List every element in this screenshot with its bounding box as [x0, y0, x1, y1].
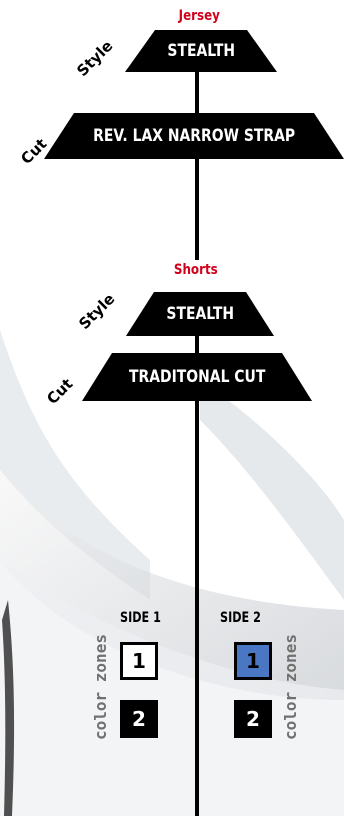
jersey-cut-value: REV. LAX NARROW STRAP	[93, 126, 295, 146]
side1-zone2-swatch[interactable]: 2	[120, 700, 158, 738]
shorts-style-value: STEALTH	[166, 304, 234, 324]
side2-label: SIDE 2	[220, 610, 271, 626]
jersey-cut-banner[interactable]: REV. LAX NARROW STRAP	[44, 113, 344, 159]
side2-zone2-swatch[interactable]: 2	[234, 700, 272, 738]
jersey-style-value: STEALTH	[167, 41, 235, 61]
jersey-connector-line	[195, 70, 199, 260]
side2-zone1-swatch[interactable]: 1	[234, 642, 272, 680]
jersey-title: Jersey	[179, 8, 220, 24]
jersey-style-banner[interactable]: STEALTH	[125, 30, 277, 72]
side1-zone1-swatch[interactable]: 1	[120, 642, 158, 680]
color-zones-label-right: color zones	[281, 634, 300, 740]
shorts-cut-value: TRADITONAL CUT	[129, 367, 265, 387]
shorts-style-banner[interactable]: STEALTH	[126, 292, 274, 336]
color-zones-label-left: color zones	[91, 634, 110, 740]
shorts-cut-banner[interactable]: TRADITONAL CUT	[82, 353, 312, 401]
shorts-title: Shorts	[174, 262, 218, 278]
side1-label: SIDE 1	[120, 610, 171, 626]
